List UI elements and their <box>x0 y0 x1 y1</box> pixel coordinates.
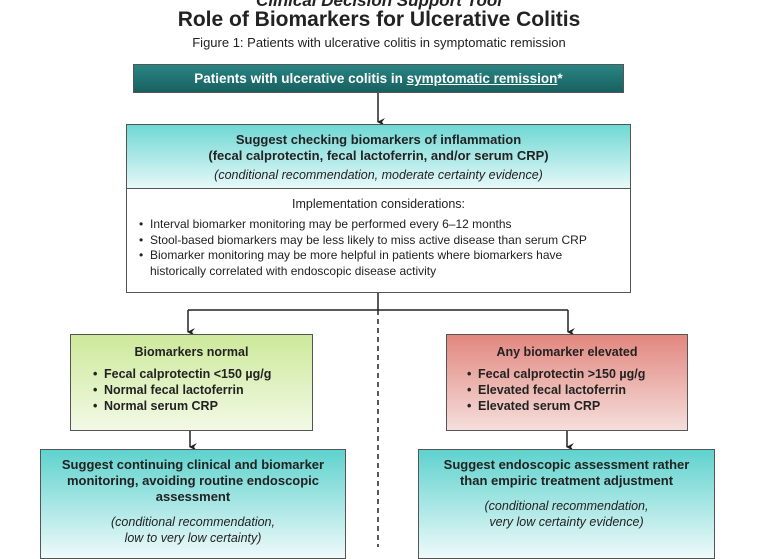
rec-normal-line2: monitoring, avoiding routine endoscopic <box>66 473 320 488</box>
impl-list: Interval biomarker monitoring may be per… <box>127 217 630 279</box>
rec-normal-line1: Suggest continuing clinical and biomarke… <box>61 457 325 472</box>
footnote-mark: * <box>557 71 563 86</box>
rec-elevated-ev2: very low certainty evidence) <box>489 515 644 529</box>
rec-elevated-ev1: (conditional recommendation, <box>484 499 649 513</box>
recommendation-header: Suggest checking biomarkers of inflammat… <box>127 125 630 189</box>
rec-normal-line3: assessment <box>155 489 231 504</box>
symptomatic-remission-link[interactable]: symptomatic remission <box>406 71 558 86</box>
rec-elevated-line2: than empiric treatment adjustment <box>459 473 674 488</box>
page-title: Role of Biomarkers for Ulcerative Coliti… <box>177 8 581 31</box>
elevated-title: Any biomarker elevated <box>496 345 638 359</box>
rec-line2: (fecal calprotectin, fecal lactoferrin, … <box>208 148 549 163</box>
endoscopic-assessment-box: Suggest endoscopic assessment rather tha… <box>418 449 715 559</box>
rec-evidence: (conditional recommendation, moderate ce… <box>214 168 543 182</box>
biomarkers-normal-box: Biomarkers normal Fecal calprotectin <15… <box>70 334 313 431</box>
rec-elevated-line1: Suggest endoscopic assessment rather <box>443 457 690 472</box>
continue-monitoring-box: Suggest continuing clinical and biomarke… <box>40 449 346 559</box>
normal-item: Normal fecal lactoferrin <box>93 382 312 398</box>
elevated-item: Elevated serum CRP <box>467 398 687 414</box>
rec-normal-ev1: (conditional recommendation, <box>111 515 275 529</box>
impl-item: Stool-based biomarkers may be less likel… <box>139 233 630 249</box>
impl-title: Implementation considerations: <box>291 197 465 211</box>
figure-subtitle: Figure 1: Patients with ulcerative colit… <box>192 35 566 50</box>
elevated-item: Elevated fecal lactoferrin <box>467 382 687 398</box>
rec-normal-ev2: low to very low certainty) <box>124 531 262 545</box>
biomarker-check-box: Suggest checking biomarkers of inflammat… <box>126 124 631 293</box>
start-box: Patients with ulcerative colitis in symp… <box>133 64 624 93</box>
start-text: Patients with ulcerative colitis in <box>194 71 407 86</box>
rec-line1: Suggest checking biomarkers of inflammat… <box>235 132 522 147</box>
impl-item: Interval biomarker monitoring may be per… <box>139 217 630 233</box>
normal-item: Fecal calprotectin <150 µg/g <box>93 366 312 382</box>
elevated-item: Fecal calprotectin >150 µg/g <box>467 366 687 382</box>
normal-item: Normal serum CRP <box>93 398 312 414</box>
kicker-title: Clinical Decision Support Tool <box>256 0 502 10</box>
connectors <box>187 93 575 547</box>
normal-title: Biomarkers normal <box>134 345 249 359</box>
impl-item: Biomarker monitoring may be more helpful… <box>139 248 630 279</box>
biomarker-elevated-box: Any biomarker elevated Fecal calprotecti… <box>446 334 688 431</box>
